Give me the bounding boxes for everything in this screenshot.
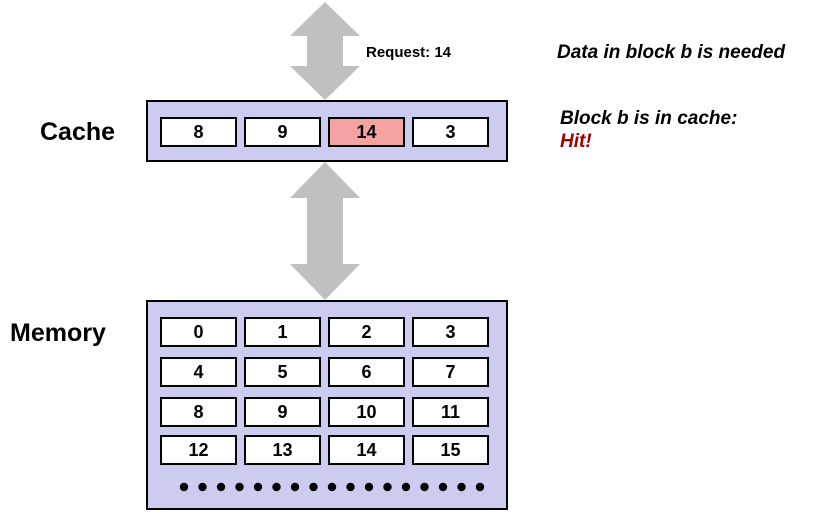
ellipsis-dot: [475, 482, 485, 492]
ellipsis-dot: [309, 482, 318, 492]
cache-block-value: 9: [277, 122, 288, 142]
cache-block: 8: [160, 117, 237, 147]
memory-panel: 0 1 2 3 4 5 6 7 8 9 10 11 12 13 14 15: [146, 300, 508, 510]
ellipsis-dot: [346, 482, 355, 492]
cache-memory-arrow-shape: [290, 162, 360, 300]
note-block-in-cache: Block b is in cache:: [560, 108, 738, 129]
cache-block: 3: [412, 117, 489, 147]
memory-block-value: 13: [272, 440, 293, 460]
memory-block-value: 9: [277, 402, 288, 422]
memory-block-value: 6: [361, 362, 372, 382]
ellipsis-dot: [438, 482, 448, 492]
ellipsis-dot: [253, 482, 263, 492]
note-block-needed: Data in block b is needed: [557, 42, 786, 63]
memory-block-value: 3: [445, 322, 456, 342]
ellipsis-dot: [179, 482, 189, 492]
cache-block-value: 3: [445, 122, 456, 142]
memory-block: 5: [244, 357, 321, 387]
memory-block-value: 15: [440, 440, 461, 460]
memory-block-value: 2: [361, 322, 372, 342]
memory-block: 4: [160, 357, 237, 387]
ellipsis-dot: [383, 482, 392, 492]
memory-block-value: 12: [188, 440, 209, 460]
memory-block-value: 8: [193, 402, 204, 422]
memory-block: 15: [412, 435, 489, 465]
ellipsis-dot: [272, 482, 281, 492]
memory-block: 7: [412, 357, 489, 387]
memory-block-value: 7: [445, 362, 456, 382]
request-label: Request: 14: [366, 44, 452, 61]
cache-label: Cache: [40, 118, 116, 146]
ellipsis-dot: [290, 482, 300, 492]
ellipsis-dot: [216, 482, 226, 492]
ellipsis-dot: [420, 482, 429, 492]
note-hit: Hit!: [560, 131, 592, 152]
memory-block: 0: [160, 317, 237, 347]
cache-memory-arrow: [290, 162, 360, 300]
ellipsis-dot: [327, 482, 337, 492]
memory-block: 9: [244, 397, 321, 427]
memory-block-value: 0: [193, 322, 204, 342]
cache-block-value: 14: [356, 122, 377, 142]
memory-block: 10: [328, 397, 405, 427]
memory-block: 6: [328, 357, 405, 387]
ellipsis-dot: [364, 482, 374, 492]
memory-block: 8: [160, 397, 237, 427]
memory-block-value: 1: [277, 322, 288, 342]
cache-block-value: 8: [193, 122, 204, 142]
request-arrow-shape: [290, 2, 360, 100]
memory-block: 2: [328, 317, 405, 347]
cache-block-hit: 14: [328, 117, 405, 147]
cache-panel: 8 9 14 3: [146, 100, 508, 162]
ellipsis-dot: [457, 482, 466, 492]
memory-block: 13: [244, 435, 321, 465]
memory-block-value: 4: [193, 362, 204, 382]
memory-block: 1: [244, 317, 321, 347]
memory-block: 11: [412, 397, 489, 427]
memory-block: 14: [328, 435, 405, 465]
ellipsis-dot: [401, 482, 411, 492]
memory-block: 12: [160, 435, 237, 465]
memory-block-value: 10: [356, 402, 377, 422]
memory-label: Memory: [10, 319, 106, 347]
request-arrow: [290, 2, 360, 100]
memory-ellipsis-dots: [179, 482, 485, 492]
ellipsis-dot: [235, 482, 244, 492]
cache-block: 9: [244, 117, 321, 147]
memory-block-value: 14: [356, 440, 377, 460]
ellipsis-dot: [198, 482, 207, 492]
memory-block-value: 11: [440, 402, 461, 422]
memory-block: 3: [412, 317, 489, 347]
memory-block-value: 5: [277, 362, 288, 382]
